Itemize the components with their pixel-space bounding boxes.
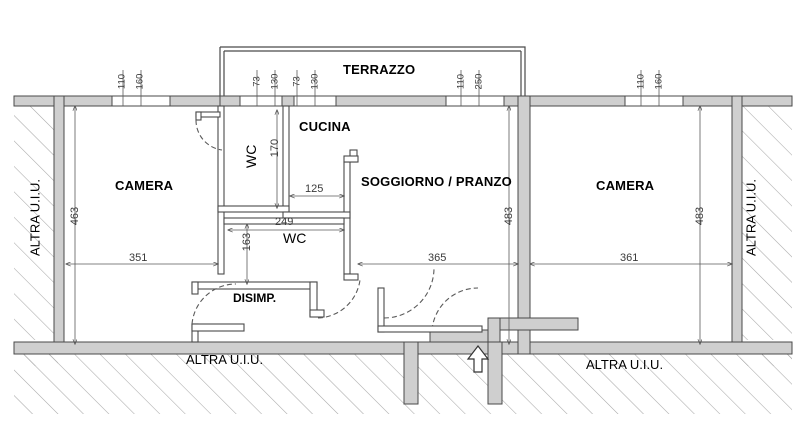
dim-w2-width: 130 bbox=[269, 73, 281, 90]
room-label-camera-right: CAMERA bbox=[596, 178, 655, 193]
dim-camera-left-height: 463 bbox=[69, 206, 81, 226]
room-label-soggiorno-pranzo: SOGGIORNO / PRANZO bbox=[361, 174, 512, 189]
dim-w5-width: 160 bbox=[653, 73, 665, 90]
dim-camera-right-height: 483 bbox=[694, 206, 706, 226]
dim-w4-width: 250 bbox=[473, 73, 485, 90]
room-label-disimpegno: DISIMP. bbox=[233, 291, 277, 305]
exterior-label-bottom-right: ALTRA U.I.U. bbox=[586, 357, 664, 372]
dim-soggiorno-height: 483 bbox=[503, 206, 515, 226]
exterior-label-bottom-left: ALTRA U.I.U. bbox=[186, 352, 264, 367]
dim-soggiorno-width: 365 bbox=[428, 252, 447, 264]
room-label-camera-left: CAMERA bbox=[115, 178, 174, 193]
dim-wc-lower-width: 249 bbox=[275, 216, 294, 228]
dim-w2-sill: 73 bbox=[251, 76, 263, 87]
dim-camera-left-width: 351 bbox=[129, 252, 148, 264]
dim-camera-right-width: 361 bbox=[620, 252, 639, 264]
exterior-label-right: ALTRA U.I.U. bbox=[743, 178, 759, 257]
dim-w1-width: 160 bbox=[134, 73, 146, 90]
dim-wc-upper-height: 170 bbox=[269, 138, 281, 158]
interior-partitions bbox=[191, 105, 359, 343]
dim-w4-sill: 110 bbox=[455, 73, 467, 90]
room-label-wc-lower: WC bbox=[283, 230, 307, 246]
dim-w3-width: 130 bbox=[309, 73, 321, 90]
dim-w5-sill: 110 bbox=[635, 73, 647, 90]
thin-outlines bbox=[219, 46, 526, 96]
dim-cucina-width: 125 bbox=[305, 183, 324, 195]
dim-w1-sill: 110 bbox=[116, 73, 128, 90]
dim-w3-sill: 73 bbox=[291, 76, 303, 87]
exterior-label-left: ALTRA U.I.U. bbox=[27, 178, 43, 257]
door-leaves bbox=[377, 287, 483, 333]
dim-wc-lower-height: 163 bbox=[241, 232, 253, 252]
door-swings bbox=[191, 119, 479, 331]
dimension-lines bbox=[66, 70, 732, 344]
room-label-wc-upper: WC bbox=[243, 144, 259, 168]
entrance-arrow bbox=[466, 345, 490, 373]
room-label-cucina: CUCINA bbox=[299, 119, 351, 134]
room-label-terrazzo: TERRAZZO bbox=[343, 62, 416, 77]
